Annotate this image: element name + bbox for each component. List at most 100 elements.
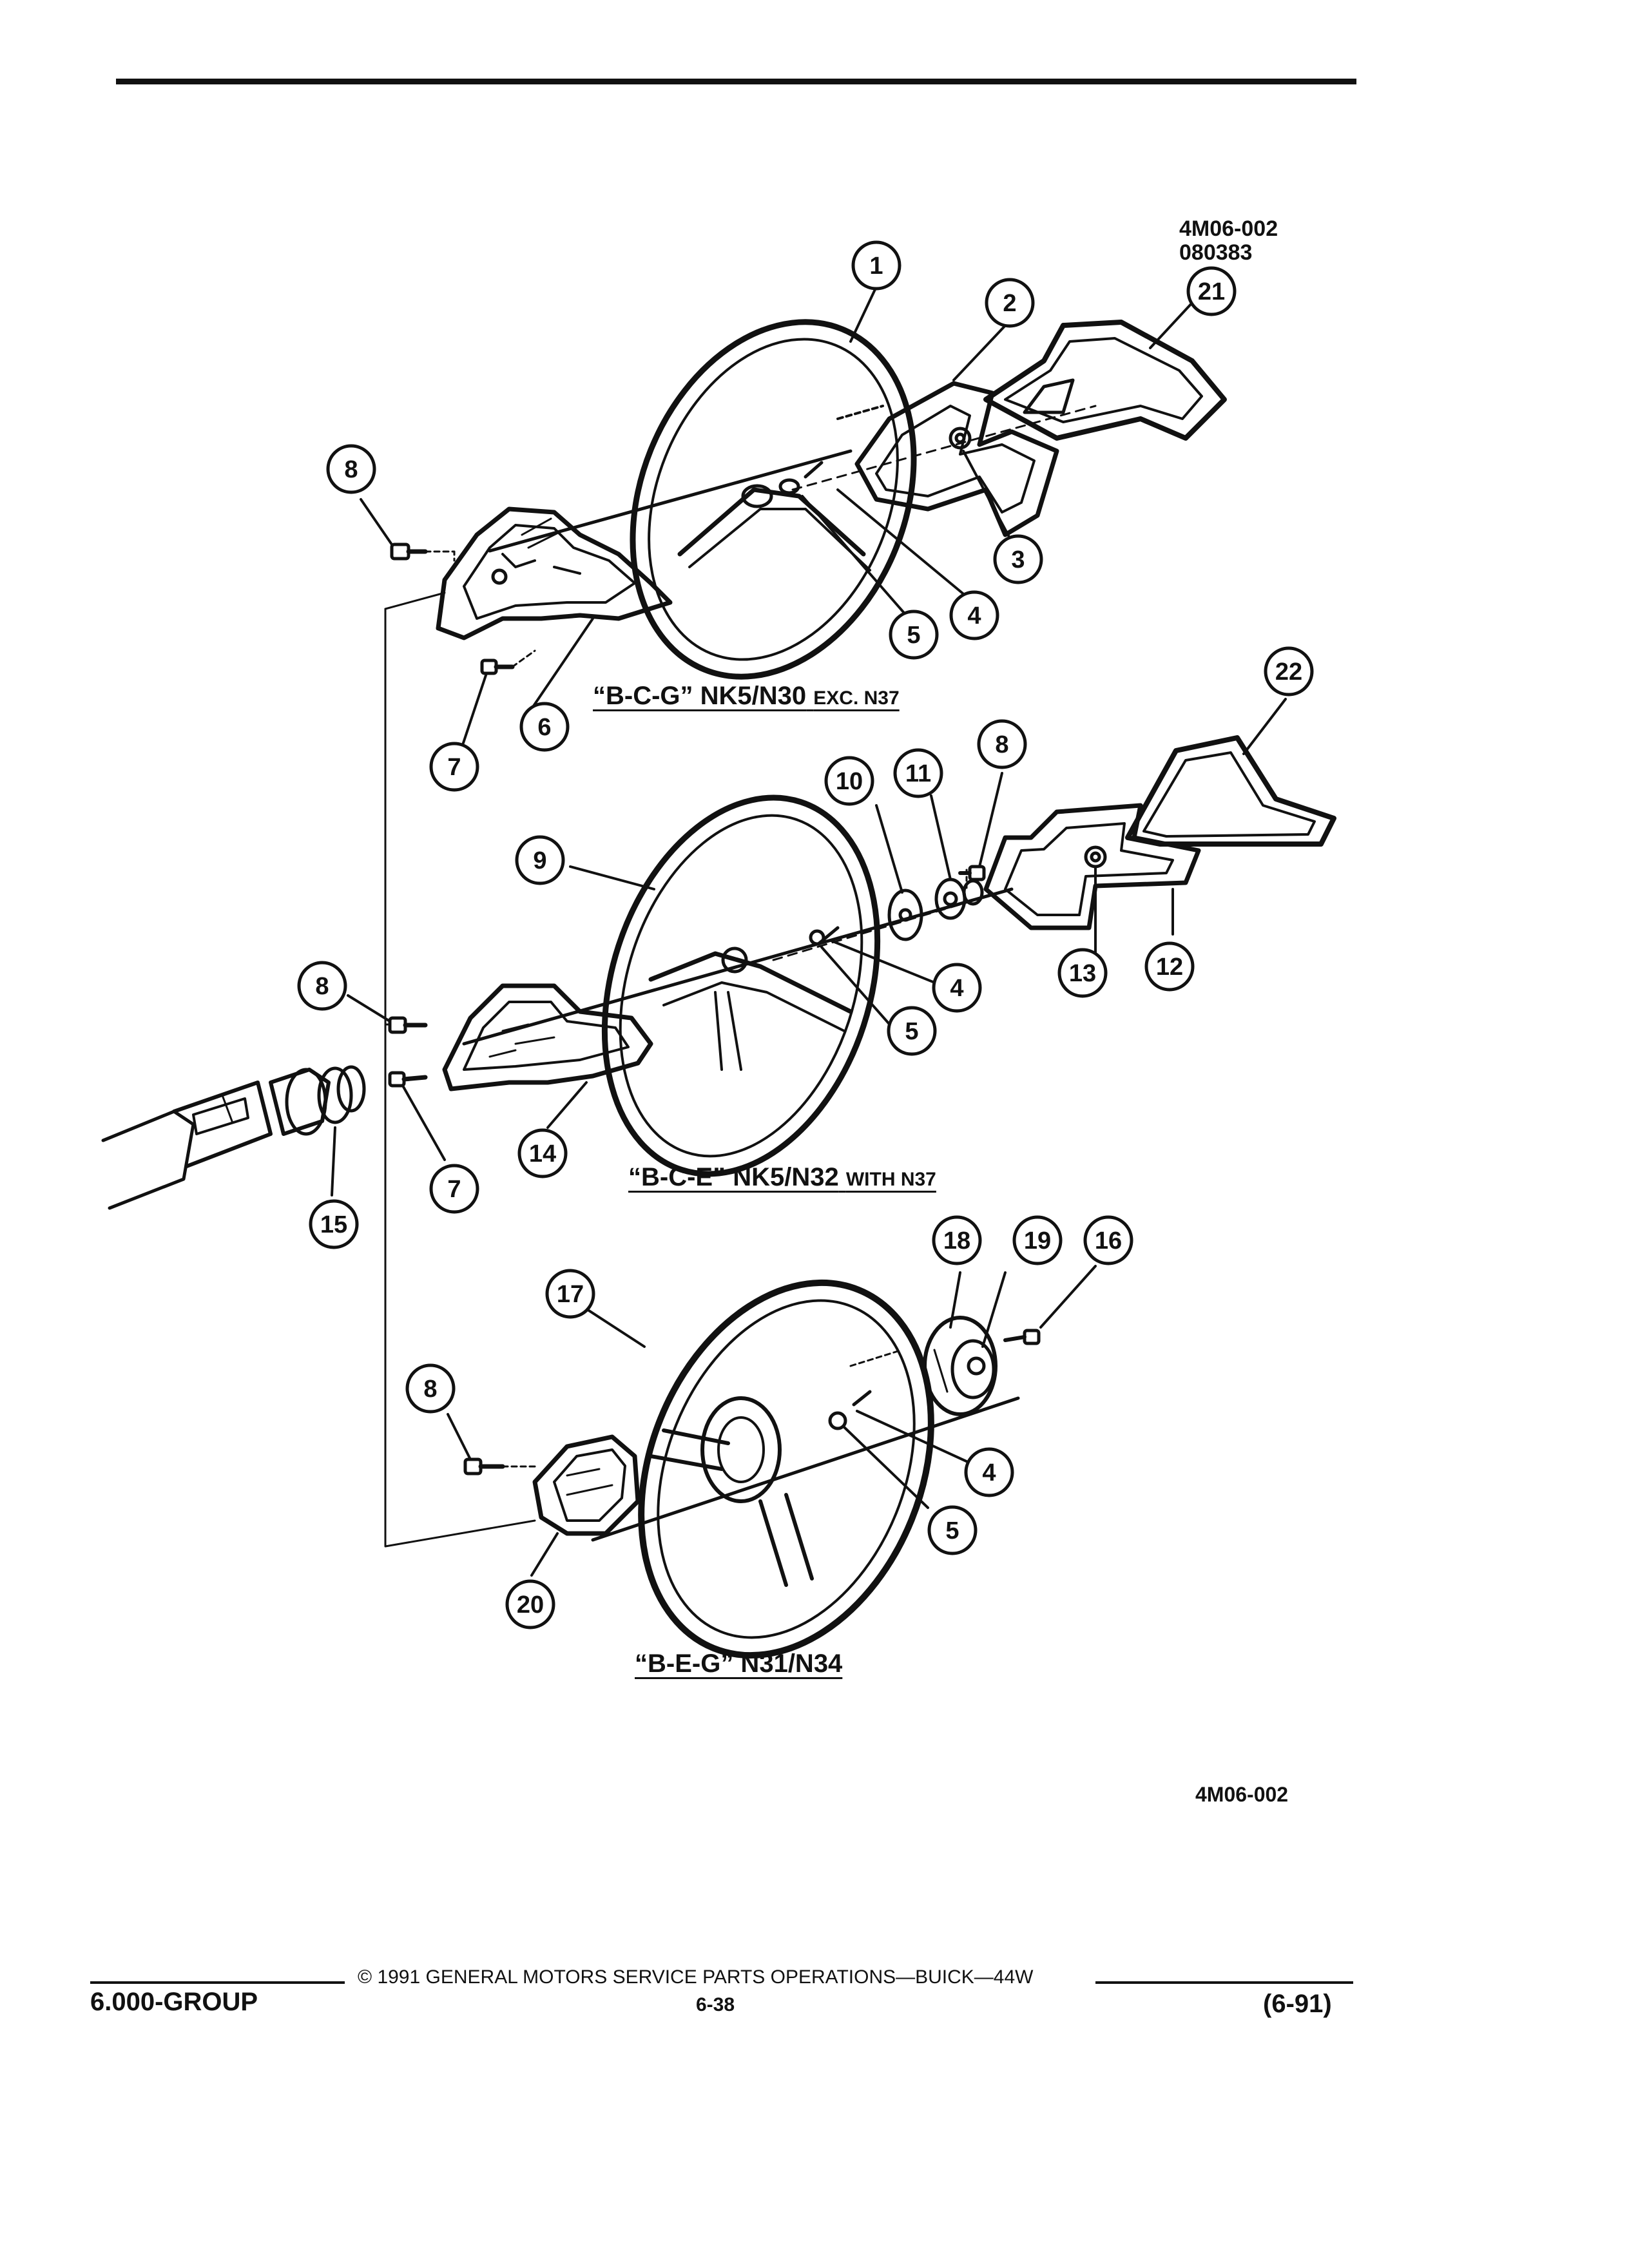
callout-circle <box>326 444 376 494</box>
figure-code: 4M06-002 <box>1179 216 1278 241</box>
callout-number: 21 <box>1198 278 1225 305</box>
screw-7-a <box>480 658 515 675</box>
section-qualifier: EXC. N37 <box>813 687 900 709</box>
callout-number: 7 <box>447 754 461 781</box>
callout-number: 8 <box>344 456 358 483</box>
callout-circle <box>297 961 347 1011</box>
callout-number: 3 <box>1011 546 1025 573</box>
figure-date: 080383 <box>1179 240 1253 265</box>
screw-8-d <box>463 1457 505 1475</box>
header-rule <box>116 79 1356 84</box>
callout-circle <box>927 1505 978 1555</box>
horn-pad-12 <box>983 803 1201 930</box>
callout-number: 6 <box>537 714 551 741</box>
shaft-line <box>488 449 853 553</box>
callout-number: 11 <box>905 760 931 787</box>
screw-7-b <box>388 1071 428 1088</box>
callout-number: 18 <box>943 1227 970 1254</box>
footer-copyright: © 1991 GENERAL MOTORS SERVICE PARTS OPER… <box>358 1966 1034 1988</box>
callout-circle <box>1057 948 1108 998</box>
callout-number: 16 <box>1095 1227 1122 1254</box>
callout-number: 5 <box>945 1517 959 1544</box>
callout-circle <box>977 719 1027 769</box>
callout-circle <box>993 534 1043 584</box>
footer-rule-right <box>1095 1981 1353 1984</box>
assembly-bce <box>101 735 1336 1210</box>
parts-10-11 <box>887 869 984 941</box>
callout-number: 5 <box>905 1018 918 1045</box>
footer-page-number: 6-38 <box>696 1994 735 2015</box>
column-cover-14 <box>442 983 653 1091</box>
section-caption-bce: “B-C-E” NK5/N32 WITH N37 <box>628 1163 936 1192</box>
callout-number: 8 <box>423 1376 437 1403</box>
bottom-figure-code: 4M06-002 <box>1195 1783 1289 1806</box>
callout-number: 4 <box>982 1459 996 1486</box>
screw-19 <box>1003 1329 1041 1345</box>
screw-8-b <box>388 1016 428 1034</box>
callout-number: 5 <box>907 622 920 649</box>
rear-cover-6 <box>436 506 673 640</box>
screw-8-a <box>390 543 428 561</box>
callout-circle <box>519 702 570 752</box>
callout-circle <box>889 610 939 660</box>
callout-number: 12 <box>1156 954 1183 981</box>
assembly-bcg <box>390 319 1227 680</box>
callout-circle <box>1083 1215 1133 1265</box>
assembly-beg <box>463 1279 1041 1659</box>
trim-ring-21 <box>983 320 1227 441</box>
section-title: “B-C-E” NK5/N32 <box>628 1163 839 1191</box>
steering-wheel-16 <box>638 1279 934 1659</box>
callout-circle <box>1144 941 1195 992</box>
callout-circle <box>429 742 479 792</box>
section-title: “B-C-G” NK5/N30 <box>593 682 807 710</box>
callout-number: 7 <box>447 1176 461 1203</box>
callout-circle <box>545 1269 595 1319</box>
callout-number: 2 <box>1003 290 1016 317</box>
column-housing-15 <box>101 1065 366 1210</box>
callout-number: 4 <box>950 975 963 1002</box>
footer-group: 6.000-GROUP <box>90 1988 258 2016</box>
reference-line <box>384 608 536 1548</box>
callout-number: 15 <box>320 1211 347 1238</box>
callout-circle <box>505 1579 555 1629</box>
callout-circle <box>893 748 943 798</box>
callout-number: 14 <box>529 1140 556 1168</box>
callout-circle <box>309 1199 359 1249</box>
trim-ring-22 <box>1125 735 1336 847</box>
hub-parts-17-18 <box>923 1316 998 1416</box>
callout-circle <box>932 1215 982 1265</box>
section-caption-beg: “B-E-G” N31/N34 <box>635 1649 842 1678</box>
callout-number: 20 <box>517 1591 544 1619</box>
callout-number: 9 <box>533 847 546 874</box>
callout-number: 8 <box>995 731 1008 758</box>
callout-circle <box>1012 1215 1063 1265</box>
callout-circle <box>517 1128 568 1178</box>
callout-circle <box>824 756 874 806</box>
section-qualifier: WITH N37 <box>845 1169 936 1190</box>
callout-circle <box>405 1363 456 1414</box>
callout-circle <box>887 1006 937 1056</box>
footer-revision: (6-91) <box>1263 1990 1332 2018</box>
callout-number: 19 <box>1024 1227 1051 1254</box>
callout-circle <box>1186 266 1237 316</box>
rear-cover-20 <box>532 1434 641 1536</box>
callout-circle <box>949 590 999 640</box>
callout-circle <box>851 240 901 291</box>
callout-circle <box>932 963 982 1013</box>
callout-circle <box>964 1447 1014 1497</box>
steering-wheel-9 <box>601 794 881 1177</box>
callout-number: 10 <box>836 768 863 795</box>
section-caption-bcg: “B-C-G” NK5/N30 EXC. N37 <box>593 682 900 711</box>
screw-8-c <box>958 865 986 881</box>
callout-number: 22 <box>1275 658 1302 686</box>
callout-number: 4 <box>967 602 981 629</box>
callout-number: 1 <box>869 253 883 280</box>
callout-number: 13 <box>1069 960 1096 987</box>
horn-pad-2 <box>836 381 1059 537</box>
callout-circle <box>985 278 1035 328</box>
callout-number: 17 <box>557 1281 584 1308</box>
callout-circle <box>429 1164 479 1214</box>
